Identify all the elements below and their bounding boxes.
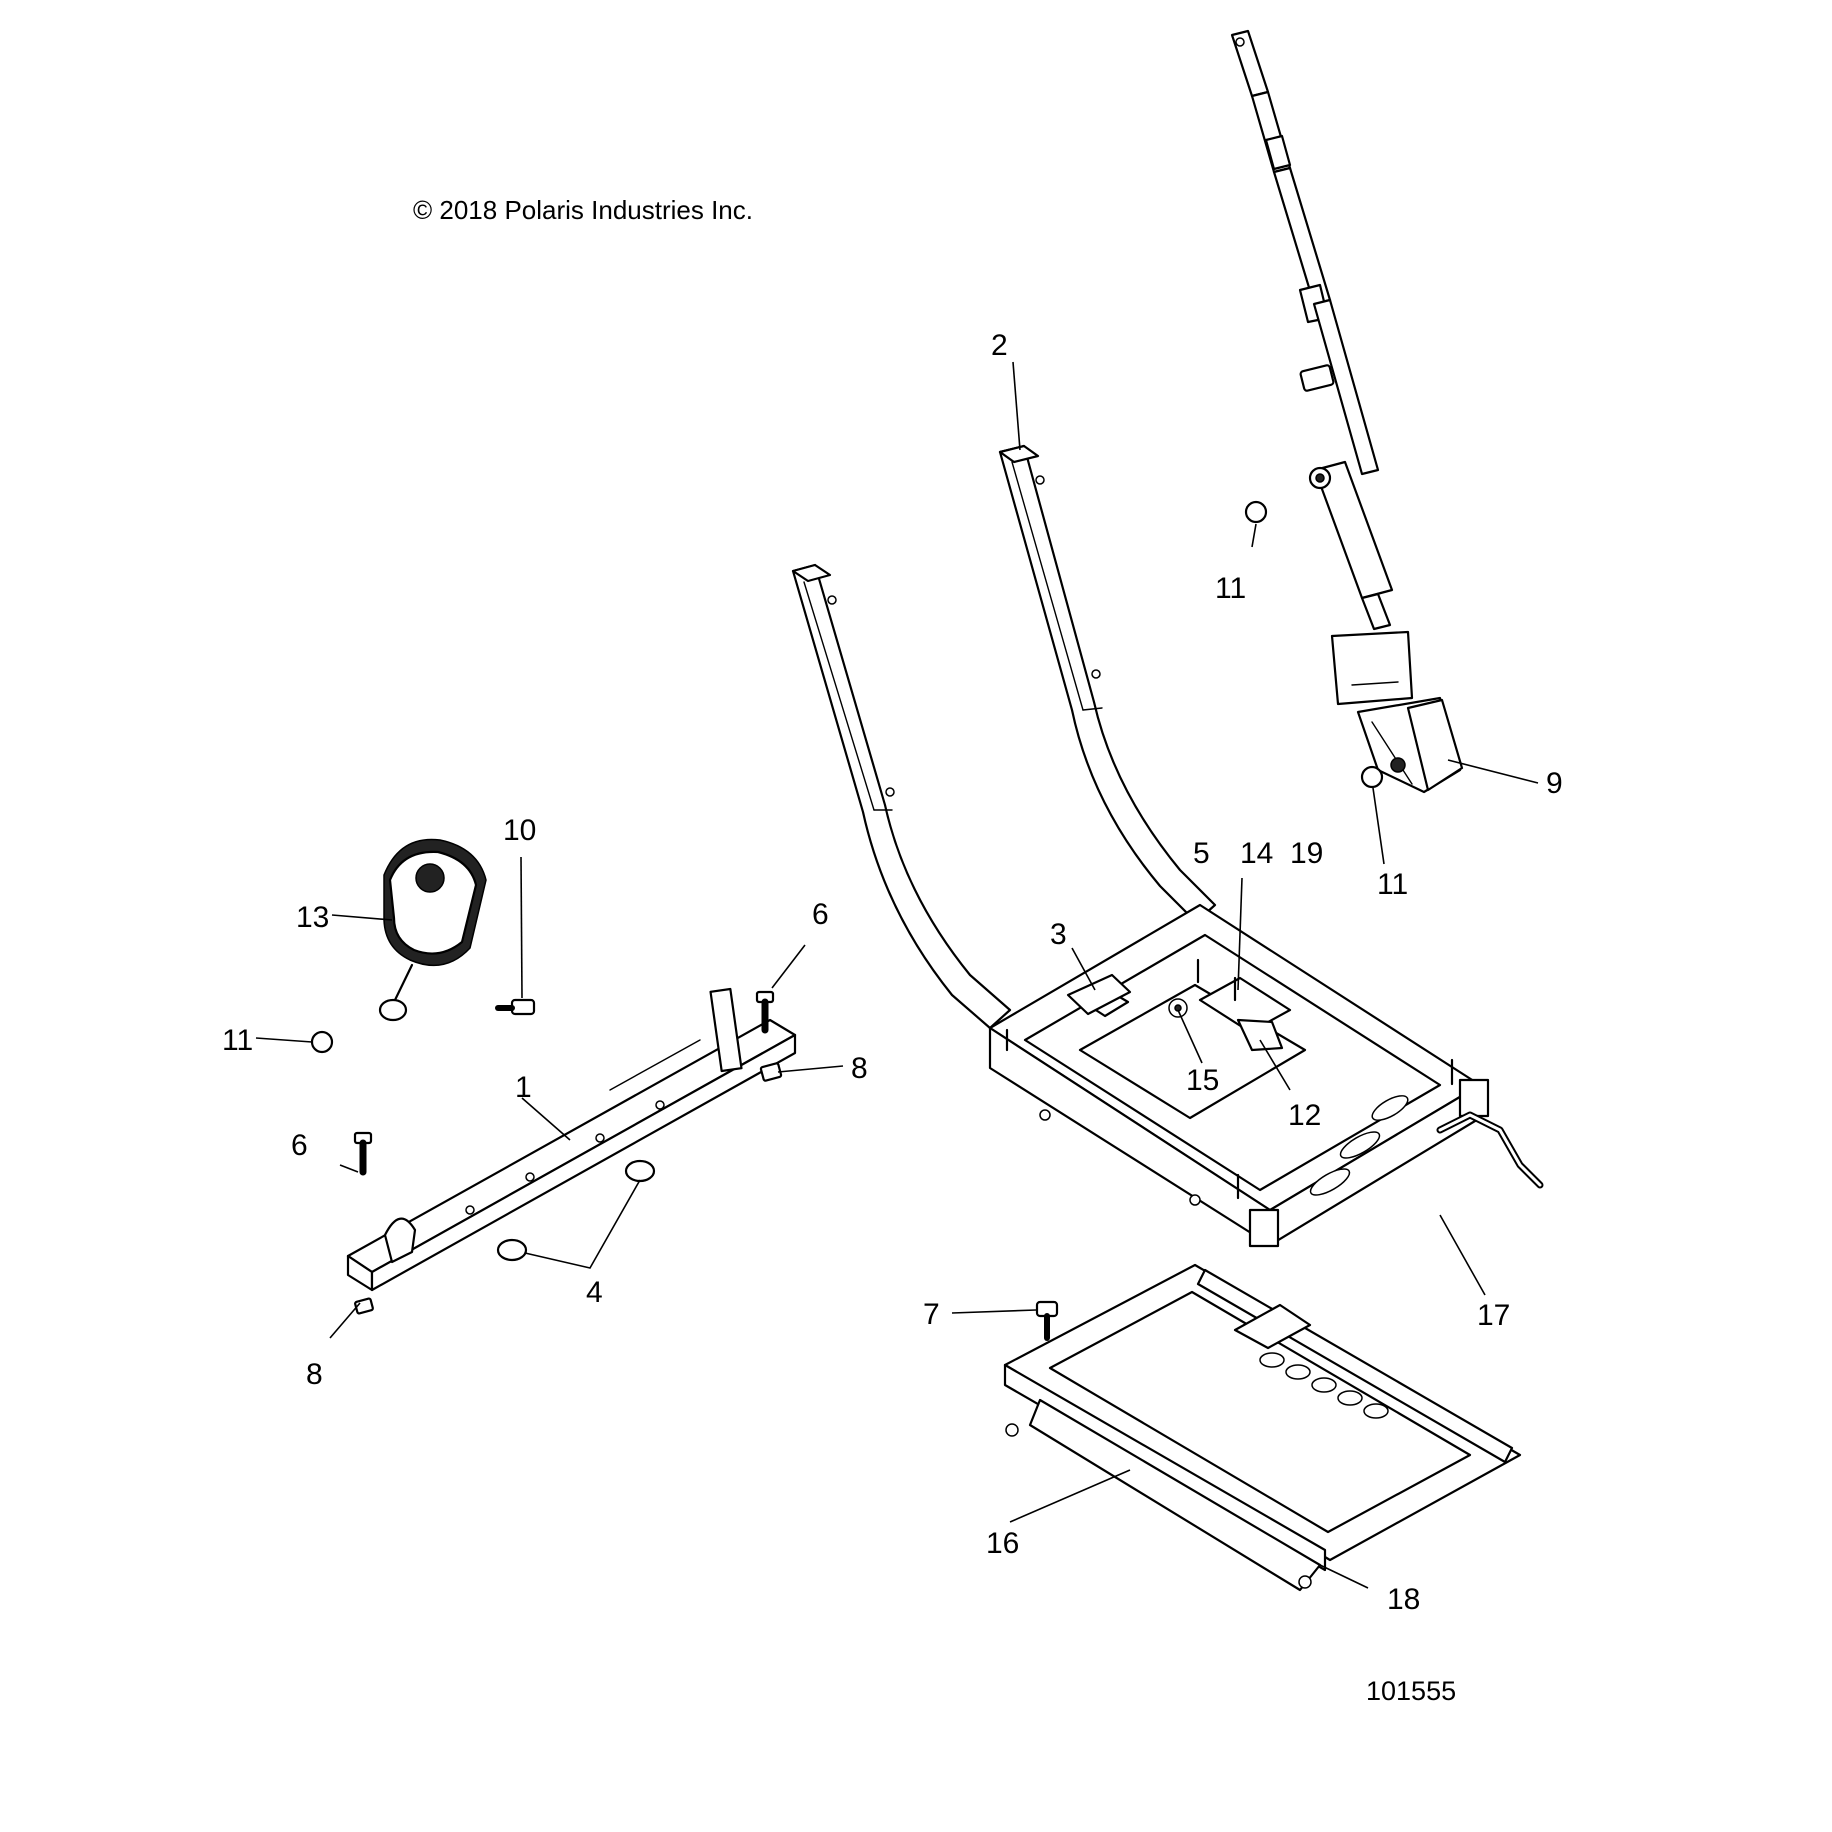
callout-10: 10 — [503, 814, 536, 847]
callout-6a: 6 — [812, 898, 829, 931]
callout-19: 19 — [1290, 837, 1323, 870]
figure-number: 101555 — [1366, 1676, 1456, 1706]
callout-12: 12 — [1288, 1099, 1321, 1132]
release-handle-rod — [1436, 1111, 1544, 1189]
callout-7: 7 — [923, 1298, 940, 1331]
callout-3: 3 — [1050, 918, 1067, 951]
callout-4: 4 — [586, 1276, 603, 1309]
callout-11b: 11 — [1377, 868, 1408, 901]
callout-17: 17 — [1477, 1299, 1510, 1332]
callout-11a: 11 — [1215, 572, 1246, 605]
seat-belt-assembly — [1230, 29, 1464, 794]
callout-5: 5 — [1193, 837, 1210, 870]
callout-13: 13 — [296, 901, 329, 934]
front-cross-tube — [346, 987, 797, 1292]
callout-9: 9 — [1546, 767, 1563, 800]
seat-slider-tray — [1003, 1263, 1522, 1592]
callout-labels: 1 2 3 4 5 6 6 7 8 8 9 10 11 11 11 12 13 … — [222, 329, 1563, 1616]
callout-11c: 11 — [222, 1024, 253, 1057]
callout-16: 16 — [986, 1527, 1019, 1560]
copyright-notice: © 2018 Polaris Industries Inc. — [413, 195, 753, 225]
callout-14: 14 — [1240, 837, 1273, 870]
callout-15: 15 — [1186, 1064, 1219, 1097]
seat-belt-buckle — [378, 838, 487, 1022]
callout-6b: 6 — [291, 1129, 308, 1162]
seat-base-frame — [988, 903, 1490, 1248]
callout-8b: 8 — [306, 1358, 323, 1391]
leader-lines — [255, 361, 1539, 1589]
callout-18: 18 — [1387, 1583, 1420, 1616]
callout-8a: 8 — [851, 1052, 868, 1085]
callout-2: 2 — [991, 329, 1008, 362]
fasteners — [310, 500, 1384, 1341]
callout-1: 1 — [515, 1071, 532, 1104]
